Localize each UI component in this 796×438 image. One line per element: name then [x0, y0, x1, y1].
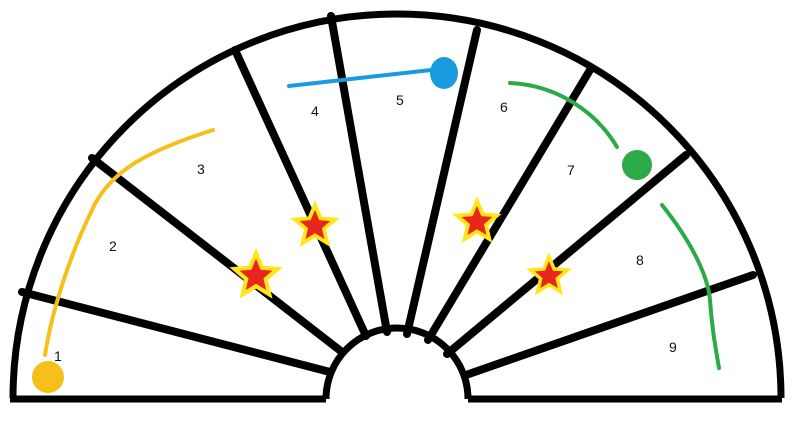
spoke-2: [88, 154, 346, 356]
blue-path-line: [287, 67, 442, 88]
star-1[interactable]: [239, 258, 273, 290]
board-spokes: [18, 12, 757, 379]
spoke-8: [462, 271, 757, 379]
board-outer-arc: [9, 10, 785, 399]
spoke-6: [424, 66, 594, 344]
board-inner-arc: [322, 324, 472, 400]
sector-label-8: 8: [636, 252, 644, 268]
yellow-token[interactable]: [32, 361, 64, 393]
sector-label-4: 4: [311, 103, 319, 119]
yellow-path-line: [43, 128, 215, 357]
star-4[interactable]: [534, 261, 564, 288]
sector-label-1: 1: [54, 348, 62, 364]
sector-label-6: 6: [500, 99, 508, 115]
sector-label-7: 7: [567, 162, 575, 178]
spoke-1: [18, 288, 334, 376]
spoke-4: [327, 12, 391, 336]
sector-label-3: 3: [197, 161, 205, 177]
spoke-5: [403, 26, 481, 338]
star-2[interactable]: [299, 209, 331, 239]
stars: [229, 196, 572, 299]
sector-label-5: 5: [396, 92, 404, 108]
sector-label-2: 2: [109, 238, 117, 254]
spoke-7: [443, 151, 690, 358]
sector-label-9: 9: [669, 339, 677, 355]
star-3[interactable]: [461, 205, 493, 235]
sector-labels: 1 2 3 4 5 6 7 8 9: [54, 92, 677, 364]
spoke-3: [231, 46, 370, 340]
green-path-line-lower: [660, 203, 721, 370]
green-path-line-upper: [508, 81, 619, 149]
green-token[interactable]: [622, 150, 652, 180]
blue-token[interactable]: [430, 57, 458, 89]
